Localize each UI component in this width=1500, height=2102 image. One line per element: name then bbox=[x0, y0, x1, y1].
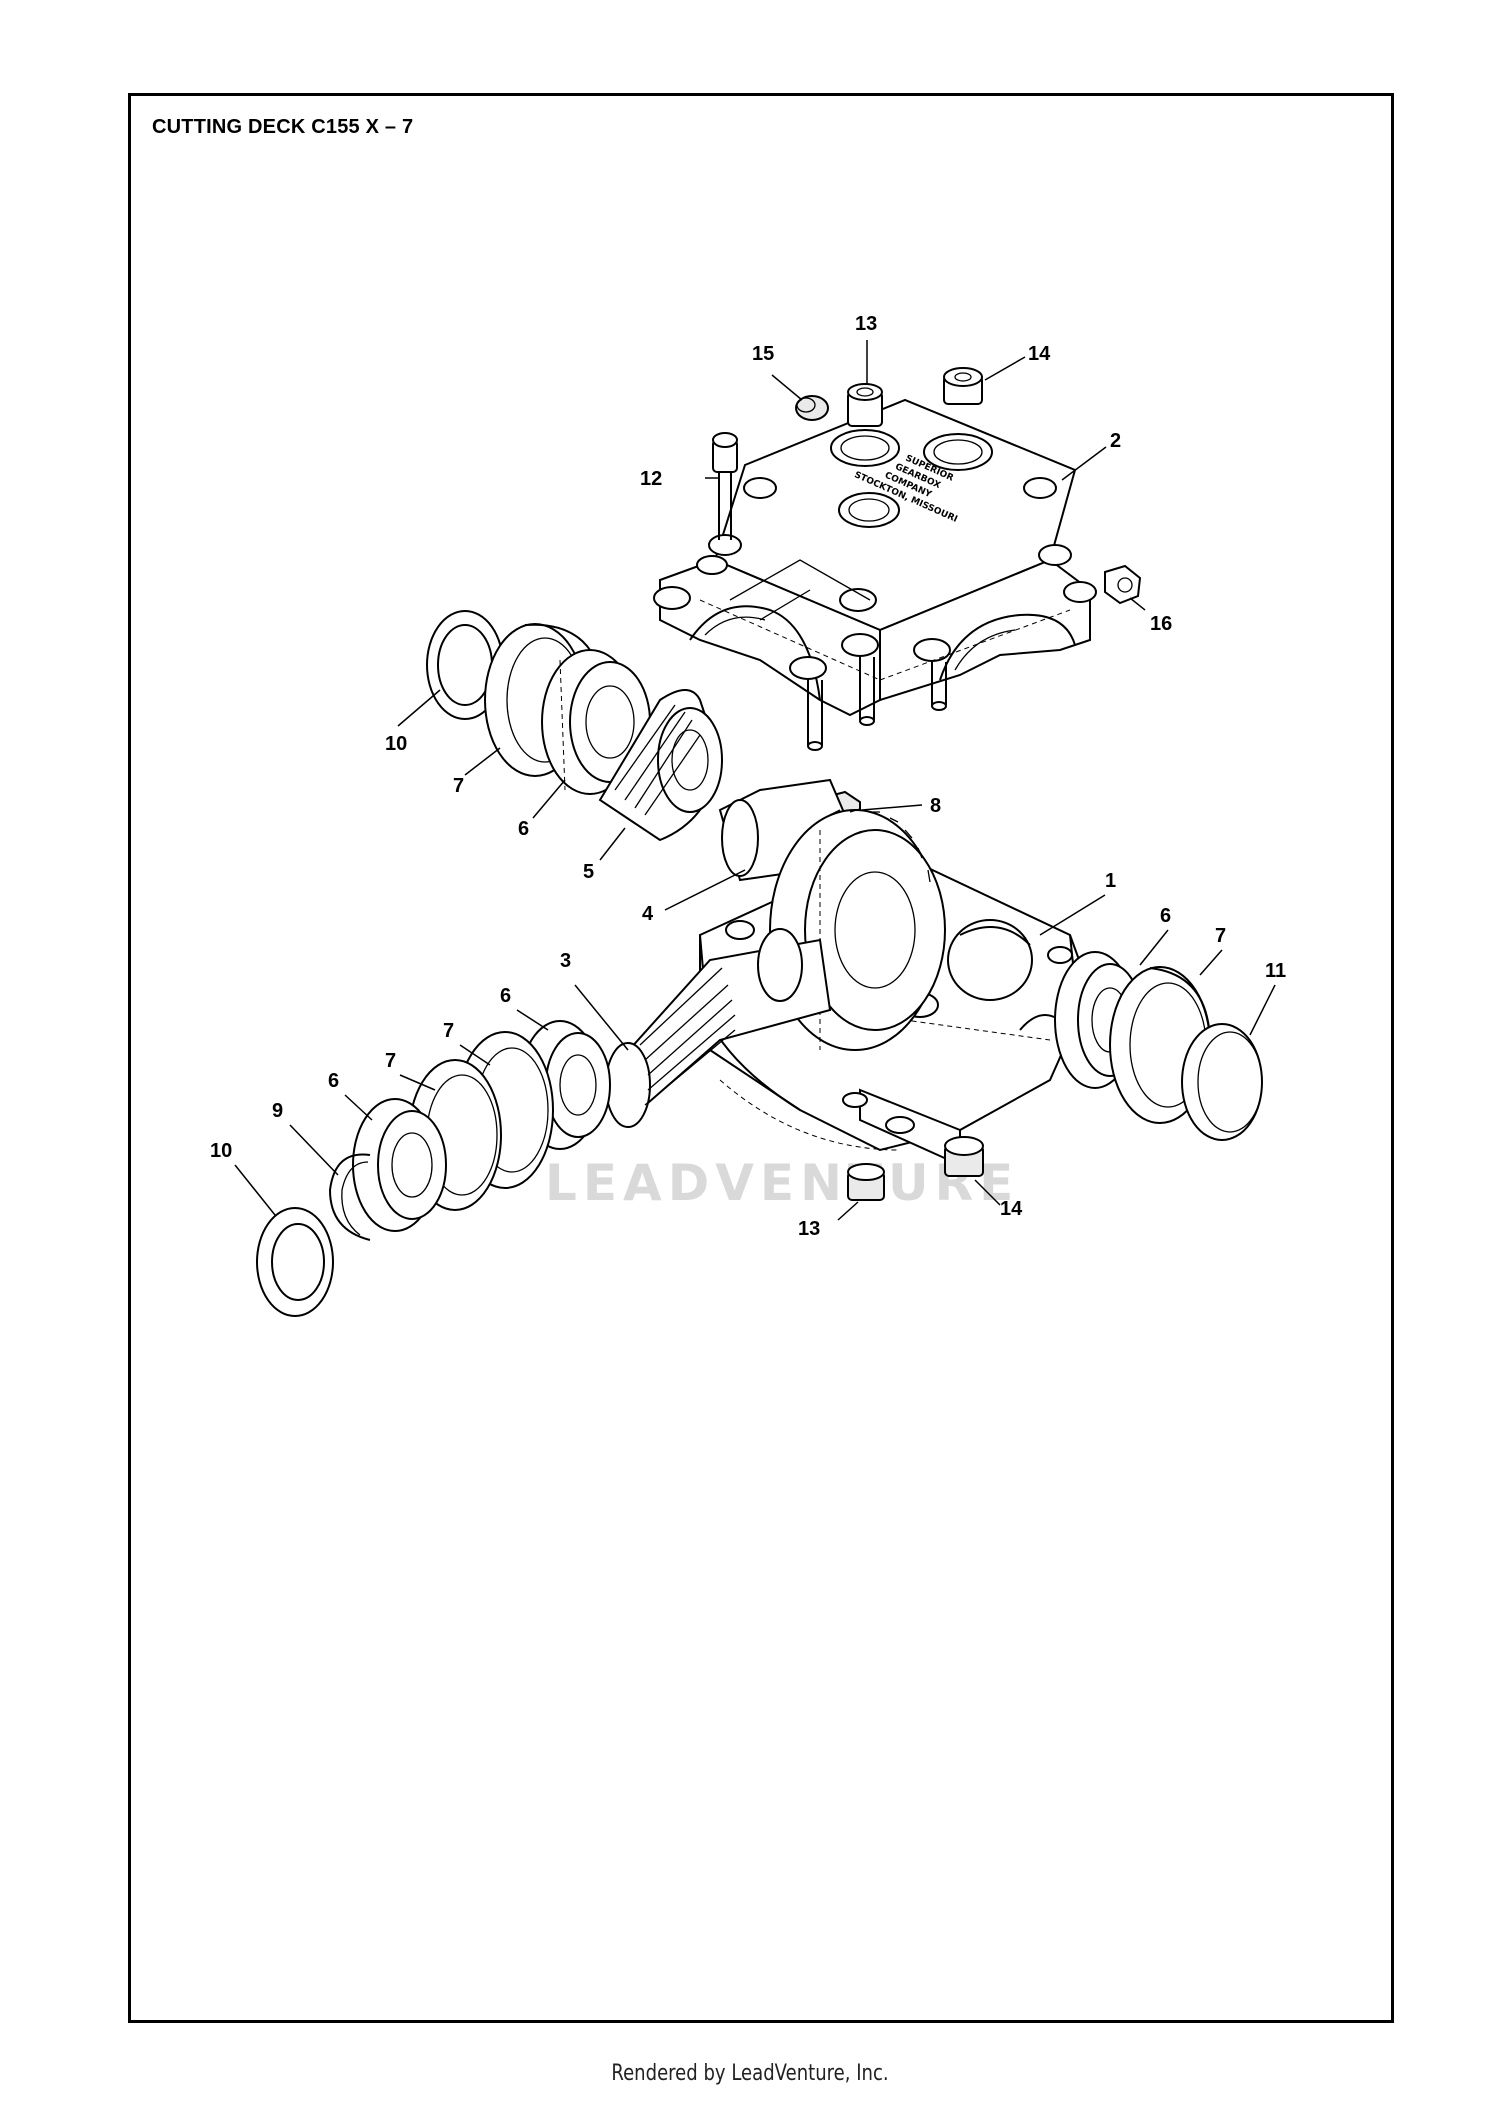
callout-14-bottom: 14 bbox=[1000, 1198, 1023, 1220]
callout-16: 16 bbox=[1150, 613, 1172, 635]
bolt-12 bbox=[712, 432, 738, 540]
callout-7-upper: 7 bbox=[453, 775, 464, 797]
callout-14-top: 14 bbox=[1028, 343, 1051, 365]
callout-4: 4 bbox=[642, 903, 654, 925]
callout-13-top: 13 bbox=[855, 313, 877, 335]
plug-13-top bbox=[847, 383, 883, 427]
callout-9: 9 bbox=[272, 1100, 283, 1122]
cap-11 bbox=[1181, 1023, 1263, 1141]
callout-15: 15 bbox=[752, 343, 774, 365]
callout-7-mid-b: 7 bbox=[385, 1050, 396, 1072]
footer-credit: Rendered by LeadVenture, Inc. bbox=[611, 2061, 889, 2086]
callout-11: 11 bbox=[1265, 960, 1286, 982]
seal-10-upper bbox=[426, 610, 504, 720]
callout-12: 12 bbox=[640, 468, 662, 490]
callout-7-right: 7 bbox=[1215, 925, 1226, 947]
callout-2: 2 bbox=[1110, 430, 1121, 452]
callout-7-mid-a: 7 bbox=[443, 1020, 454, 1042]
leader-lines bbox=[234, 340, 1276, 1221]
splined-shaft-3 bbox=[605, 928, 832, 1128]
pinion-gear-5 bbox=[598, 689, 723, 842]
callout-1: 1 bbox=[1105, 870, 1116, 892]
snap-ring-9 bbox=[328, 1153, 371, 1241]
plug-14-top bbox=[943, 367, 983, 405]
upper-housing: SUPERIOR GEARBOX COMPANY STOCKTON, MISSO… bbox=[653, 398, 1097, 751]
page-title: CUTTING DECK C155 X – 7 bbox=[152, 116, 414, 138]
plug-14-bottom bbox=[944, 1136, 984, 1177]
callout-3: 3 bbox=[560, 950, 571, 972]
watermark-text: LEADVENTURE bbox=[545, 1154, 1019, 1212]
callout-6-right: 6 bbox=[1160, 905, 1171, 927]
plug-15 bbox=[795, 395, 829, 421]
callout-8: 8 bbox=[930, 795, 941, 817]
callout-5: 5 bbox=[583, 861, 594, 883]
bearing-cone-6-lower bbox=[352, 1098, 447, 1232]
callout-10-lower: 10 bbox=[210, 1140, 232, 1162]
plug-13-bottom bbox=[847, 1163, 885, 1201]
nut-16 bbox=[1104, 564, 1142, 605]
callout-10-upper: 10 bbox=[385, 733, 407, 755]
diagram-frame bbox=[128, 93, 1394, 2023]
callout-6-upper: 6 bbox=[518, 818, 529, 840]
seal-10-lower bbox=[256, 1207, 334, 1317]
callout-6-mid: 6 bbox=[500, 985, 511, 1007]
callout-13-bottom: 13 bbox=[798, 1218, 820, 1240]
callout-6-lower: 6 bbox=[328, 1070, 339, 1092]
